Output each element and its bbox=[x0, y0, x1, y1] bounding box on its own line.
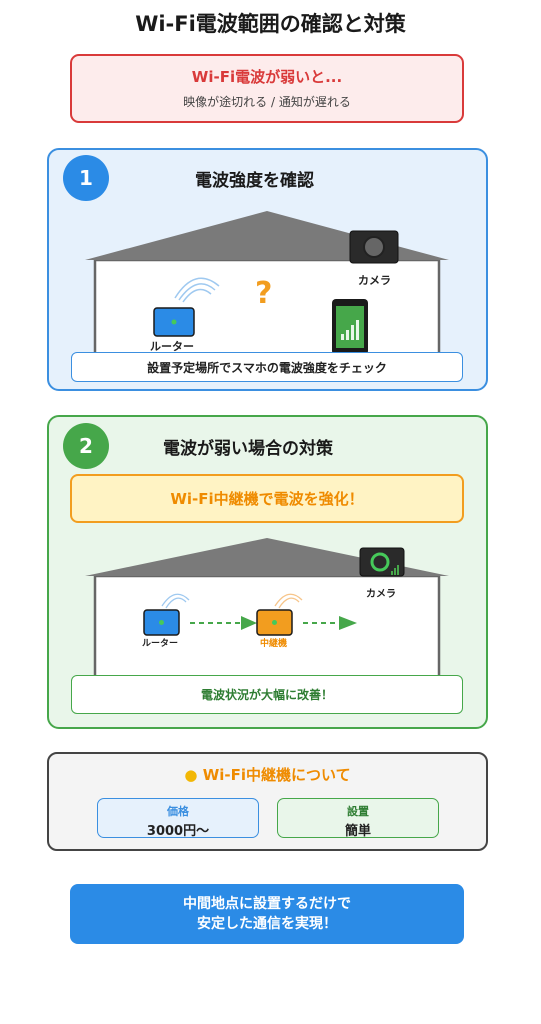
step2-house-illustration bbox=[85, 538, 449, 680]
install-pill: 設置 簡単 bbox=[277, 798, 439, 839]
router-waves-icon bbox=[161, 593, 190, 609]
warning-heading: Wi-Fi電波が弱いと... bbox=[191, 68, 343, 86]
conclusion-line2: 安定した通信を実現！ bbox=[197, 916, 337, 932]
step2-number-badge: 2 bbox=[63, 423, 109, 469]
install-label: 設置 bbox=[347, 805, 369, 818]
step1-house-illustration bbox=[85, 211, 449, 357]
lightbulb-icon: ● bbox=[184, 766, 198, 784]
step1-note: 設置予定場所でスマホの電波強度をチェック bbox=[71, 352, 463, 382]
warning-box: Wi-Fi電波が弱いと... 映像が途切れる / 通知が遅れる bbox=[70, 54, 464, 123]
repeater-highlight: Wi-Fi中継機で電波を強化！ bbox=[70, 474, 464, 523]
step1-number-badge: 1 bbox=[63, 155, 109, 201]
step1-title: 電波強度を確認 bbox=[195, 171, 314, 191]
house-wall bbox=[93, 258, 441, 357]
info-heading: ● Wi-Fi中継機について bbox=[49, 764, 486, 785]
wifi-waves-icon bbox=[174, 277, 220, 303]
info-heading-text: Wi-Fi中継機について bbox=[202, 766, 351, 784]
repeater-label: 中継機 bbox=[260, 639, 288, 649]
camera-label: カメラ bbox=[366, 589, 396, 600]
step2-title: 電波が弱い場合の対策 bbox=[163, 439, 333, 459]
router-label: ルーター bbox=[142, 639, 179, 649]
router-label: ルーター bbox=[150, 340, 194, 353]
house-roof bbox=[85, 538, 449, 576]
warning-subtext: 映像が途切れる / 通知が遅れる bbox=[183, 95, 351, 109]
question-mark: ? bbox=[255, 276, 273, 311]
price-value: 3000円〜 bbox=[146, 824, 210, 839]
camera-label: カメラ bbox=[358, 274, 391, 287]
install-value: 簡単 bbox=[344, 824, 371, 839]
conclusion-line1: 中間地点に設置するだけで bbox=[183, 896, 351, 912]
price-pill: 価格 3000円〜 bbox=[97, 798, 259, 839]
page-title: Wi-Fi電波範囲の確認と対策 bbox=[135, 12, 406, 36]
repeater-info-box: ● Wi-Fi中継機について 価格 3000円〜 設置 簡単 bbox=[47, 752, 488, 851]
repeater-waves-icon bbox=[274, 593, 303, 609]
price-label: 価格 bbox=[167, 805, 189, 818]
step2-note: 電波状況が大幅に改善！ bbox=[71, 675, 463, 714]
conclusion-banner: 中間地点に設置するだけで 安定した通信を実現！ bbox=[70, 884, 464, 944]
